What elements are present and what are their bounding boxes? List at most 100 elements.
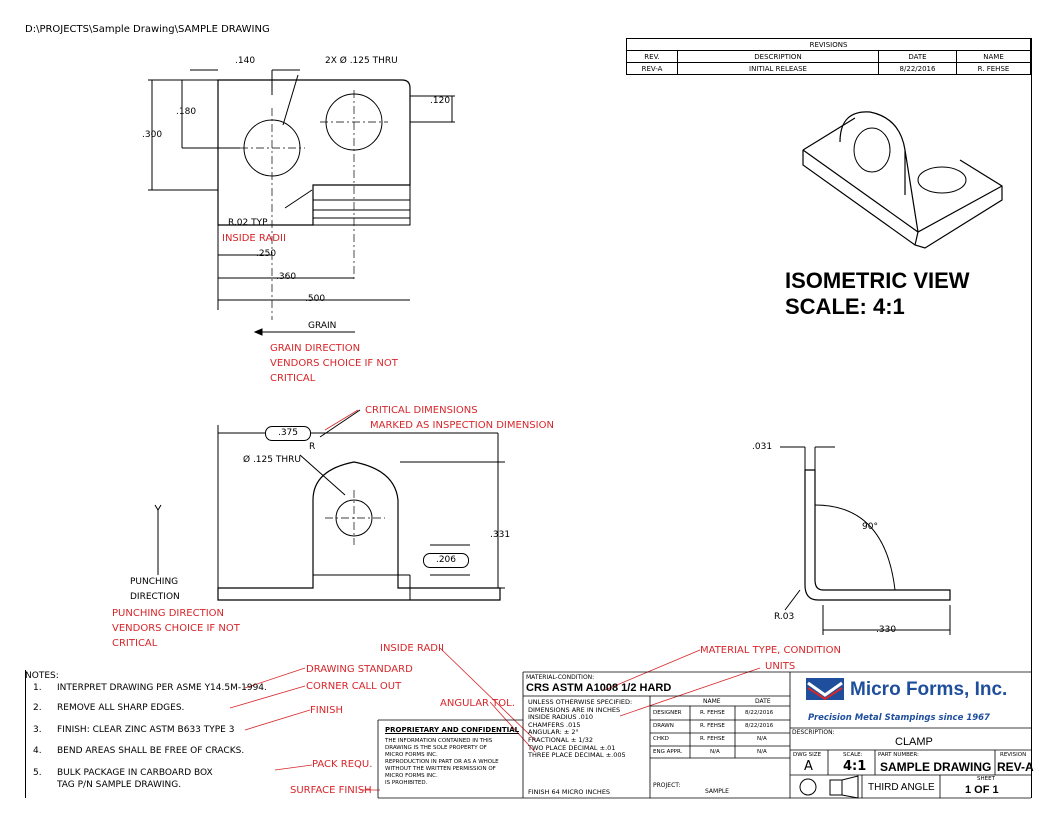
description: CLAMP	[895, 736, 933, 748]
dim-330: .330	[876, 625, 897, 635]
note-num: 4.	[33, 746, 42, 756]
dim-180: .180	[176, 107, 197, 117]
third-angle-cone	[829, 775, 859, 799]
side-dims	[780, 446, 951, 635]
iso-hole-a	[853, 127, 891, 173]
dim-140: .140	[235, 56, 256, 66]
iso-hole-b	[917, 166, 967, 194]
finish-spec: FINISH 64 MICRO INCHES	[528, 788, 611, 796]
callout-leaders	[229, 409, 761, 791]
dim-250: .250	[256, 249, 277, 259]
logo-chevron-icon	[807, 681, 843, 701]
spec-line: CHAMFERS .015	[528, 720, 581, 729]
proprietary-line: THE INFORMATION CONTAINED IN THIS	[385, 738, 493, 744]
size-label: DWG SIZE	[793, 752, 822, 758]
punch-arrow	[154, 504, 162, 511]
side-outline	[804, 469, 951, 601]
note-num: 2.	[33, 703, 42, 713]
approvals-header: DATE	[755, 698, 771, 705]
grain-arrow	[253, 328, 263, 336]
company-logo-icon	[806, 678, 844, 701]
spec-line: DIMENSIONS ARE IN INCHES	[528, 705, 621, 714]
punching-note-3: CRITICAL	[112, 638, 158, 649]
center-marks	[240, 90, 388, 320]
spec-line: FRACTIONAL ± 1/32	[528, 735, 593, 744]
note-text-5b: TAG P/N SAMPLE DRAWING.	[57, 780, 182, 790]
grain-note-3: CRITICAL	[270, 373, 316, 384]
iso-title: ISOMETRIC VIEW	[785, 268, 970, 293]
company-name: Micro Forms, Inc.	[850, 679, 1008, 700]
sheet-number: 1 OF 1	[965, 784, 999, 796]
approval-name: R. FEHSE	[700, 736, 725, 742]
front-lines	[313, 574, 411, 600]
dim-360: .360	[276, 272, 297, 282]
sheet-label: SHEET	[977, 776, 995, 782]
approval-role: DRAWN	[653, 723, 674, 729]
dim-500: .500	[305, 294, 326, 304]
front-hole-callout: Ø .125 THRU	[243, 455, 301, 465]
note-text: INTERPRET DRAWING PER ASME Y14.5M-1994.	[57, 683, 267, 693]
spec-line: INSIDE RADIUS .010	[528, 713, 594, 722]
rev-cell: R. FEHSE	[956, 62, 1031, 75]
frame-right	[1031, 38, 1032, 798]
approval-date: 8/22/2016	[745, 723, 774, 729]
dim-206-inspection: .206	[423, 553, 469, 568]
approval-name: R. FEHSE	[700, 723, 725, 729]
company-tagline: Precision Metal Stampings since 1967	[808, 713, 990, 723]
proprietary-title: PROPRIETARY AND CONFIDENTIAL	[385, 726, 520, 734]
proprietary-line: WITHOUT THE WRITTEN PERMISSION OF	[385, 766, 496, 772]
proprietary-line: IS PROHIBITED.	[385, 780, 428, 786]
side-radius: R.03	[774, 612, 795, 622]
third-angle-circle	[799, 778, 817, 796]
dim-120: .120	[430, 96, 451, 106]
iso-outline	[802, 117, 1003, 249]
approval-role: CHKD	[653, 736, 669, 742]
spec-line: THREE PLACE DECIMAL ±.005	[528, 751, 626, 760]
material-value: CRS ASTM A1008 1/2 HARD	[526, 682, 672, 694]
spec-line: UNLESS OTHERWISE SPECIFIED:	[528, 698, 633, 706]
iso-tab	[839, 111, 919, 233]
callout-units: UNITS	[765, 661, 796, 672]
material-label: MATERIAL-CONDITION:	[526, 674, 595, 681]
tolerance-spec: UNLESS OTHERWISE SPECIFIED: DIMENSIONS A…	[528, 698, 633, 760]
hole-callout: 2X Ø .125 THRU	[325, 56, 398, 66]
dim-031: .031	[752, 442, 773, 452]
radius-typ: R.02 TYP	[228, 218, 268, 228]
part-label: PART NUMBER:	[878, 752, 919, 758]
scale-label: SCALE:	[843, 752, 863, 758]
rev-label: REVISION	[1000, 752, 1027, 758]
callout-drawing-standard: DRAWING STANDARD	[306, 664, 413, 675]
note-num: 5.	[33, 768, 42, 778]
approval-date: N/A	[757, 736, 767, 742]
iso-scale: SCALE: 4:1	[785, 294, 905, 319]
proprietary-body: THE INFORMATION CONTAINED IN THIS DRAWIN…	[385, 738, 499, 787]
punching-label-2: DIRECTION	[130, 592, 180, 602]
punching-note-2: VENDORS CHOICE IF NOT	[112, 623, 240, 634]
approval-role: DESIGNER	[653, 710, 682, 716]
dim-300: .300	[142, 130, 163, 140]
callout-pack: PACK REQU.	[312, 759, 373, 770]
angle-arc	[814, 504, 896, 591]
part-number: SAMPLE DRAWING	[880, 760, 992, 774]
top-view-bend	[313, 185, 411, 226]
critical-note-2: MARKED AS INSPECTION DIMENSION	[370, 420, 554, 431]
inside-radii-note: INSIDE RADII	[222, 233, 286, 244]
callout-inside-radii: INSIDE RADII	[380, 643, 444, 654]
note-text: REMOVE ALL SHARP EDGES.	[57, 703, 185, 713]
spec-line: TWO PLACE DECIMAL ±.01	[528, 743, 616, 752]
approval-role: ENG APPR.	[653, 749, 683, 755]
angle-90: 90°	[862, 522, 878, 532]
dim-375-inspection: .375	[265, 426, 311, 441]
approval-name: N/A	[710, 749, 720, 755]
callout-angular: ANGULAR TOL.	[440, 698, 515, 709]
approvals-header: NAME	[703, 698, 721, 705]
approval-name: R. FEHSE	[700, 710, 725, 716]
critical-note-1: CRITICAL DIMENSIONS	[365, 405, 478, 416]
proprietary-line: REPRODUCTION IN PART OR AS A WHOLE	[385, 759, 499, 765]
projection-angle: THIRD ANGLE	[868, 782, 935, 793]
dim-lines-top	[148, 69, 455, 333]
callout-corner: CORNER CALL OUT	[306, 681, 402, 692]
grain-note-1: GRAIN DIRECTION	[270, 343, 361, 354]
grain-label: GRAIN	[308, 321, 337, 331]
